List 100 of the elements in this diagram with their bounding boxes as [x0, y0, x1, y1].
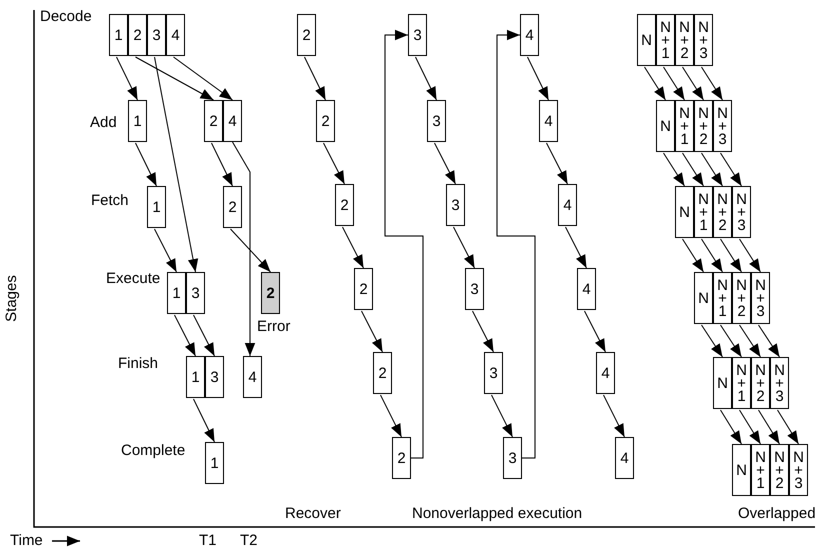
instruction-box: 1 — [128, 100, 147, 142]
instruction-box: N — [637, 14, 656, 66]
arrow — [739, 238, 761, 272]
arrow — [323, 142, 345, 184]
instruction-box: 4 — [243, 356, 262, 398]
instruction-box: 3 — [484, 352, 503, 394]
instruction-box: N + 3 — [789, 444, 808, 496]
section-caption: Nonoverlapped execution — [412, 505, 582, 522]
arrow — [644, 66, 666, 100]
instruction-box: N + 3 — [694, 14, 713, 66]
arrow — [701, 152, 723, 186]
arrow — [720, 152, 742, 186]
arrow — [663, 66, 685, 100]
arrow — [230, 228, 271, 272]
arrow — [758, 324, 780, 358]
arrow — [384, 30, 424, 458]
arrow — [496, 30, 536, 458]
instruction-box: 3 — [147, 14, 166, 56]
arrow — [193, 398, 215, 442]
instruction-box: N + 2 — [713, 186, 732, 238]
instruction-box: N + 1 — [732, 357, 751, 409]
arrow — [663, 152, 685, 186]
axis-title: Time — [10, 532, 43, 549]
arrow — [173, 56, 233, 100]
instruction-box: 1 — [109, 14, 128, 56]
instruction-box: 4 — [539, 100, 558, 142]
instruction-box: 2 — [261, 272, 280, 314]
arrow — [116, 56, 138, 100]
arrow — [701, 324, 723, 358]
instruction-box: N + 3 — [713, 100, 732, 152]
instruction-box: N + 3 — [770, 357, 789, 409]
arrow — [682, 152, 704, 186]
instruction-box: N + 2 — [694, 100, 713, 152]
stage-label: Decode — [40, 8, 92, 25]
instruction-box: N + 2 — [675, 14, 694, 66]
instruction-box: N + 1 — [713, 272, 732, 324]
arrow — [434, 142, 456, 184]
arrow — [682, 66, 704, 100]
stage-label: Fetch — [91, 192, 129, 209]
instruction-box: 1 — [167, 272, 186, 314]
stage-label: Complete — [121, 442, 186, 459]
section-caption: Recover — [285, 505, 341, 522]
instruction-box: 3 — [186, 272, 205, 314]
arrow — [720, 410, 742, 444]
instruction-box: N + 1 — [751, 444, 770, 496]
instruction-box: 4 — [596, 352, 615, 394]
arrow — [758, 410, 780, 444]
instruction-box: 3 — [503, 437, 522, 479]
instruction-box: 4 — [166, 14, 185, 56]
instruction-box: 4 — [558, 184, 577, 226]
section-caption: Overlapped — [738, 505, 816, 522]
instruction-box: N — [694, 272, 713, 324]
arrow — [174, 314, 196, 356]
arrow — [193, 314, 215, 356]
arrow — [211, 142, 233, 186]
arrow — [232, 142, 256, 356]
instruction-box: 4 — [577, 268, 596, 310]
instruction-box: 3 — [446, 184, 465, 226]
instruction-box: 3 — [205, 356, 224, 398]
arrow — [491, 394, 513, 438]
instruction-box: N + 2 — [751, 357, 770, 409]
stage-label: Add — [90, 114, 117, 131]
instruction-box: 2 — [316, 100, 335, 142]
arrow — [380, 394, 402, 438]
arrow — [472, 310, 494, 352]
instruction-box: 2 — [335, 184, 354, 226]
arrow — [720, 324, 742, 358]
instruction-box: N + 2 — [732, 272, 751, 324]
instruction-box: 1 — [147, 186, 166, 228]
instruction-box: 3 — [465, 268, 484, 310]
instruction-box: N — [656, 100, 675, 152]
arrow — [415, 56, 437, 100]
instruction-box: N + 1 — [656, 14, 675, 66]
arrow — [154, 56, 198, 272]
instruction-box: 2 — [354, 268, 373, 310]
instruction-box: 1 — [186, 356, 205, 398]
instruction-box: 3 — [408, 14, 427, 56]
instruction-box: N — [732, 444, 751, 496]
instruction-box: N + 3 — [732, 186, 751, 238]
instruction-box: 3 — [427, 100, 446, 142]
instruction-box: N + 1 — [675, 100, 694, 152]
arrow — [361, 310, 383, 352]
arrow — [154, 228, 177, 272]
instruction-box: 2 — [223, 186, 242, 228]
arrow — [682, 238, 704, 272]
time-marker: T1 — [199, 532, 217, 549]
instruction-box: 2 — [392, 437, 411, 479]
instruction-box: 2 — [373, 352, 392, 394]
instruction-box: N + 2 — [770, 444, 789, 496]
instruction-box: N + 1 — [694, 186, 713, 238]
arrow — [342, 226, 364, 268]
arrow — [720, 238, 742, 272]
stage-label: Execute — [106, 270, 160, 287]
arrow — [739, 324, 761, 358]
instruction-box: N — [675, 186, 694, 238]
axis-title: Stages — [2, 275, 20, 322]
arrow — [304, 56, 326, 100]
arrow — [777, 410, 799, 444]
arrow — [584, 310, 606, 352]
instruction-box: 1 — [205, 442, 224, 484]
